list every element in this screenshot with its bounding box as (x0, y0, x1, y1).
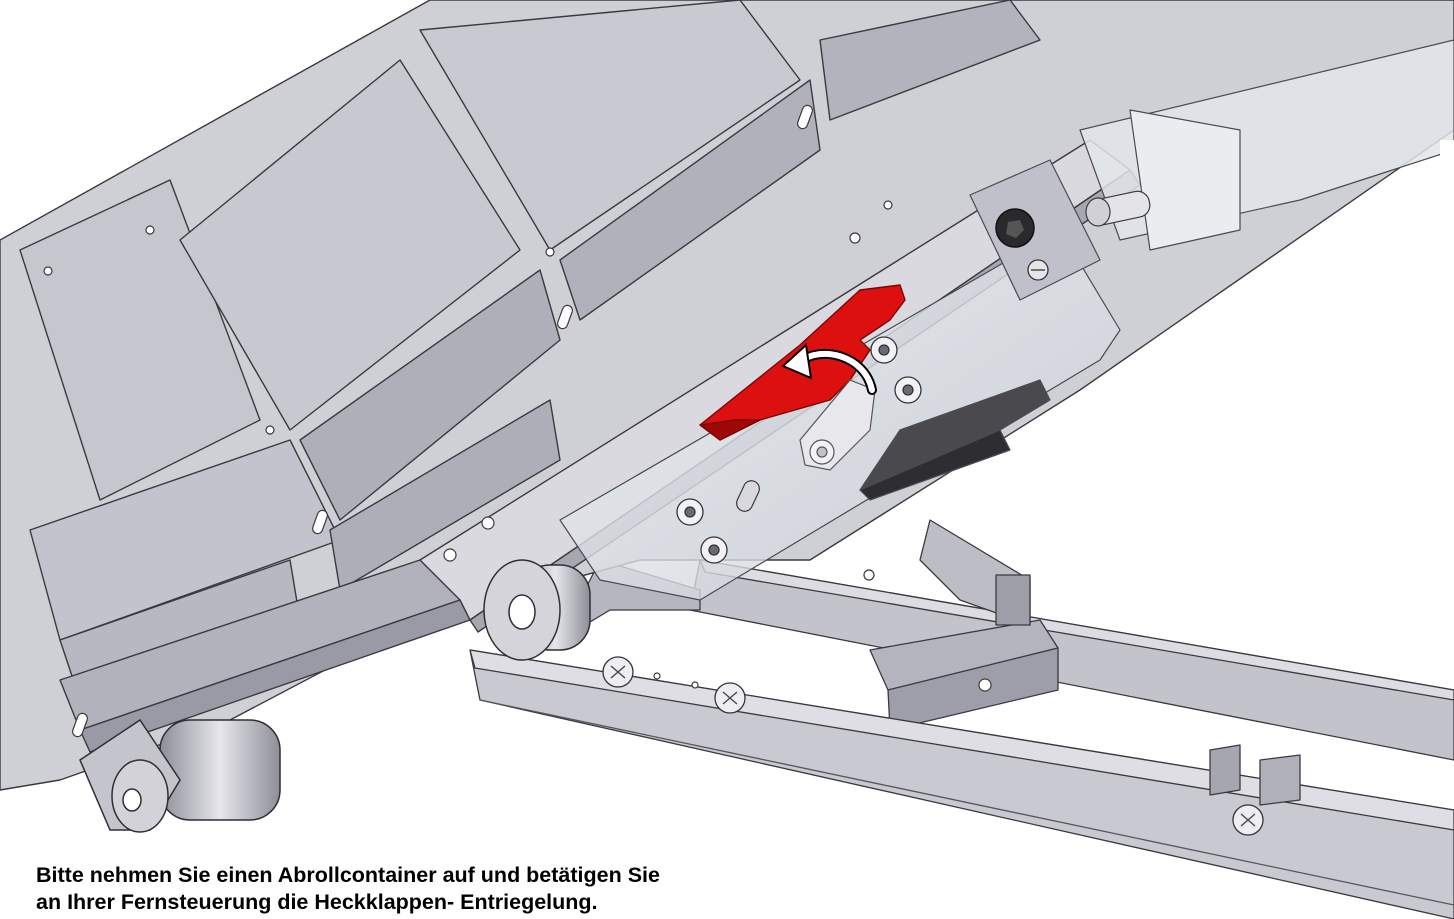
curved-arrow-left-icon (781, 342, 877, 395)
phillips-screw-icon (1232, 804, 1264, 836)
phillips-screw-icon (714, 682, 746, 714)
slotted-holes (72, 104, 813, 738)
screw-icon (676, 498, 704, 526)
phillips-screw-group-rail (602, 656, 1264, 836)
upper-roller (483, 559, 591, 661)
frame-panels (19, 0, 1041, 701)
screw-icon (1027, 259, 1049, 281)
caption-line-2: an Ihrer Fernsteuerung die Heckklappen- … (36, 890, 598, 914)
lever-pivot-link (799, 379, 876, 471)
lower-roller (79, 718, 281, 833)
frame-holes (43, 200, 992, 692)
hex-socket-screw-icon (995, 208, 1035, 248)
screw-icon (870, 336, 898, 364)
bottom-rail-frame (469, 519, 1454, 919)
screw-icon (700, 536, 728, 564)
caption-line-1: Bitte nehmen Sie einen Abrollcontainer a… (36, 863, 660, 887)
screw-icon (894, 376, 922, 404)
instruction-caption: Bitte nehmen Sie einen Abrollcontainer a… (36, 862, 856, 916)
phillips-screw-icon (602, 656, 634, 688)
screw-group-housing (676, 259, 1049, 564)
locating-pin (1085, 190, 1151, 227)
page-edge-notch (1440, 140, 1454, 680)
